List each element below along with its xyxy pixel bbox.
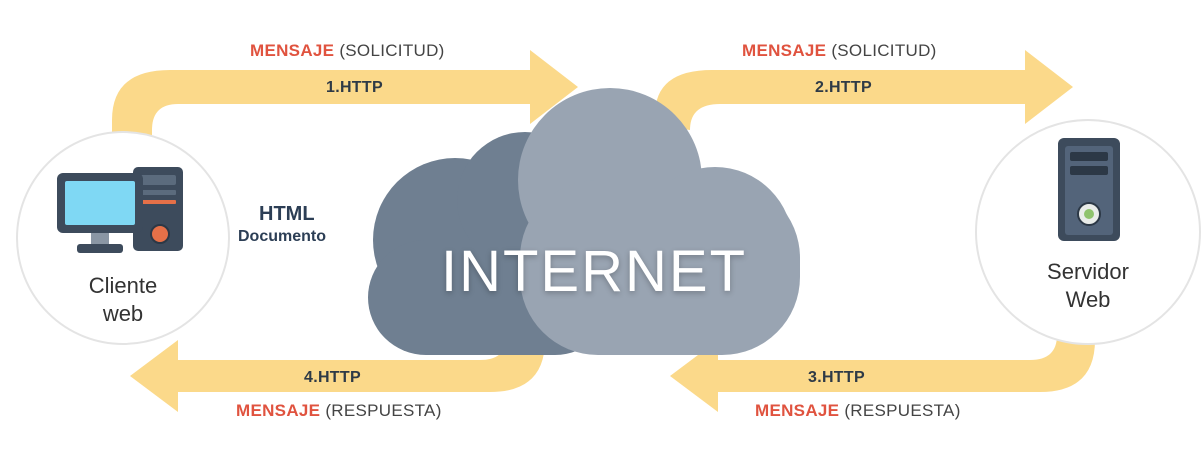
top-right-message-detail: (SOLICITUD) [831, 41, 937, 60]
bottom-left-message-label: MENSAJE (RESPUESTA) [236, 401, 442, 421]
internet-cloud [368, 88, 800, 355]
top-left-message-label: MENSAJE (SOLICITUD) [250, 41, 445, 61]
server-label-line-2: Web [1065, 287, 1111, 312]
client-label: Cliente web [53, 272, 193, 328]
arrow-response-server-to-internet [670, 310, 1095, 412]
top-right-message-label: MENSAJE (SOLICITUD) [742, 41, 937, 61]
server-node [975, 119, 1201, 345]
bottom-right-message-detail: (RESPUESTA) [844, 401, 961, 420]
arrow-request-client-to-internet [112, 50, 578, 160]
client-label-line-2: web [102, 301, 144, 326]
internet-label: INTERNET [441, 239, 747, 304]
client-label-line-1: Cliente [88, 273, 158, 298]
arrow-request-internet-to-server [655, 50, 1073, 130]
step-4-label: 4.HTTP [304, 369, 361, 386]
desktop-computer-icon [57, 167, 183, 253]
bottom-left-message-detail: (RESPUESTA) [325, 401, 442, 420]
bottom-right-message-keyword: MENSAJE [755, 401, 840, 420]
server-label-line-1: Servidor [1047, 259, 1129, 284]
bottom-right-message-label: MENSAJE (RESPUESTA) [755, 401, 961, 421]
step-1-label: 1.HTTP [326, 79, 383, 96]
server-label: Servidor Web [1018, 258, 1158, 314]
step-3-label: 3.HTTP [808, 369, 865, 386]
step-2-label: 2.HTTP [815, 79, 872, 96]
top-left-message-detail: (SOLICITUD) [339, 41, 445, 60]
server-tower-icon [1058, 138, 1120, 241]
html-document-title: HTML [259, 203, 315, 225]
arrow-response-internet-to-client [130, 340, 545, 412]
html-document-subtitle: Documento [238, 228, 326, 245]
client-node [16, 131, 230, 345]
top-right-message-keyword: MENSAJE [742, 41, 827, 60]
top-left-message-keyword: MENSAJE [250, 41, 335, 60]
bottom-left-message-keyword: MENSAJE [236, 401, 321, 420]
